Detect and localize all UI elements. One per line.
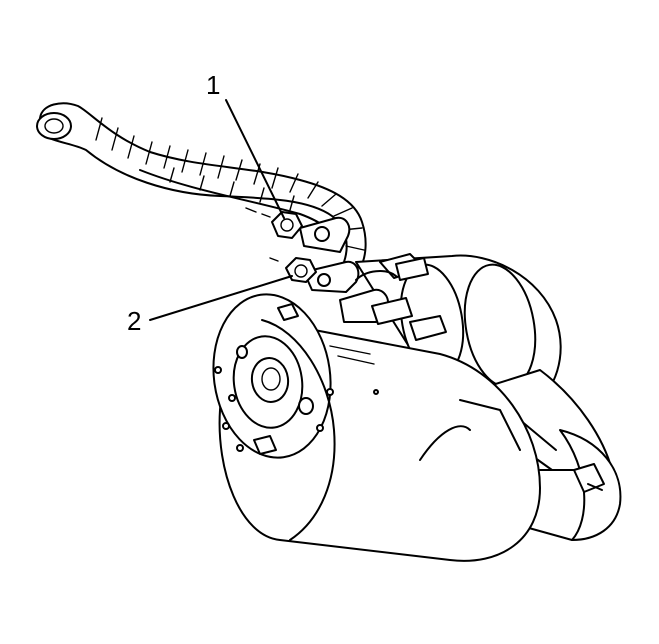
- callout-1-leader: [225, 99, 285, 219]
- callout-2-leader: [149, 275, 293, 321]
- nut-2: [269, 257, 317, 283]
- solenoid: [339, 253, 562, 409]
- terminal-lugs: [299, 216, 360, 293]
- callout-1-label: 1: [206, 70, 221, 100]
- end-cap: [214, 303, 379, 455]
- callout-2-label: 2: [127, 306, 142, 336]
